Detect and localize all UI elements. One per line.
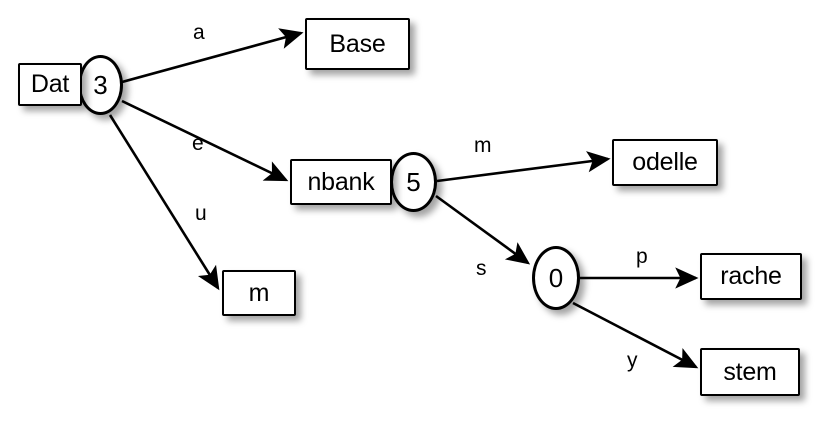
node-rache[interactable]: rache [700,253,802,300]
node-stem-label: stem [723,357,777,386]
node-m-label: m [248,278,270,307]
marker-5[interactable]: 5 [390,152,437,212]
edge-label-u: u [195,202,207,225]
node-odelle-label: odelle [632,148,698,176]
marker-5-label: 5 [406,167,421,197]
edge-y [572,301,699,369]
marker-3-label: 3 [93,70,108,100]
node-odelle[interactable]: odelle [612,139,718,186]
edge-label-y: y [627,349,638,372]
edge-m [436,151,611,183]
node-base-label: Base [329,29,386,58]
node-base[interactable]: Base [305,18,410,70]
edge-label-m: m [474,134,492,157]
edge-u [108,114,220,291]
edge-s [435,194,531,265]
edge-label-e: e [192,132,204,155]
marker-3[interactable]: 3 [78,55,123,115]
node-m[interactable]: m [222,270,296,316]
edge-label-p: p [636,245,648,268]
node-dat-label: Dat [30,70,70,98]
edge-label-a: a [193,21,205,44]
node-rache-label: rache [720,262,782,290]
node-nbank-label: nbank [307,167,375,196]
marker-0[interactable]: 0 [532,246,580,310]
node-nbank[interactable]: nbank [290,159,392,205]
marker-0-label: 0 [548,263,564,293]
edge-label-s: s [476,257,487,280]
edge-a [121,28,304,84]
node-dat[interactable]: Dat [18,63,82,106]
edge-e [121,99,289,182]
node-stem[interactable]: stem [700,348,800,396]
